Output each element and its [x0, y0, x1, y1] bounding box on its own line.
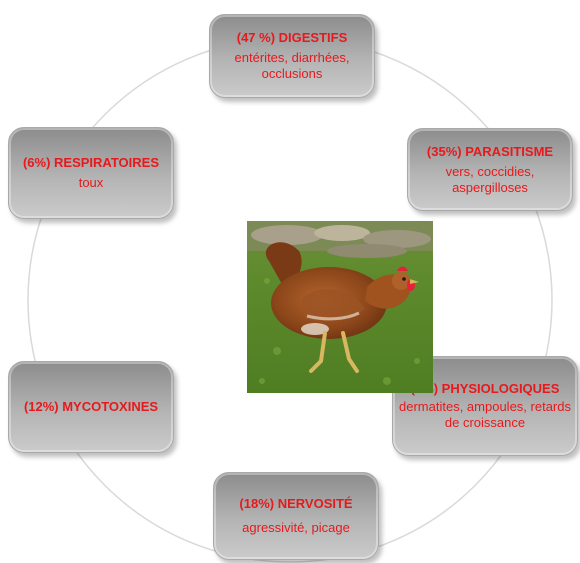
- node-physiologiques-title: (3%) PHYSIOLOGIQUES: [410, 381, 560, 396]
- node-parasitisme: (35%) PARASITISME vers, coccidies, asper…: [407, 128, 573, 211]
- hen-photo: [247, 221, 433, 393]
- node-parasitisme-title: (35%) PARASITISME: [426, 143, 554, 159]
- node-digestifs: (47 %) DIGESTIFS entérites, diarrhées, o…: [209, 14, 375, 98]
- node-physiologiques: (3%) PHYSIOLOGIQUES dermatites, ampoules…: [392, 356, 578, 456]
- node-respiratoires-title: (6%) RESPIRATOIRES: [22, 155, 160, 170]
- node-nervosite-title: (18%) NERVOSITÉ: [239, 496, 353, 511]
- node-mycotoxines-title: (12%) MYCOTOXINES: [23, 399, 159, 414]
- node-digestifs-title: (47 %) DIGESTIFS: [236, 30, 348, 45]
- node-digestifs-desc: entérites, diarrhées, occlusions: [234, 50, 350, 81]
- node-nervosite: (18%) NERVOSITÉ agressivité, picage: [213, 472, 379, 560]
- node-physiologiques-desc: dermatites, ampoules, retards de croissa…: [399, 399, 571, 430]
- node-mycotoxines: (12%) MYCOTOXINES: [8, 361, 174, 453]
- node-parasitisme-desc: vers, coccidies, aspergilloses: [445, 163, 535, 195]
- node-nervosite-desc: agressivité, picage: [242, 520, 350, 535]
- node-respiratoires-desc: toux: [78, 175, 104, 190]
- node-respiratoires: (6%) RESPIRATOIRES toux: [8, 127, 174, 219]
